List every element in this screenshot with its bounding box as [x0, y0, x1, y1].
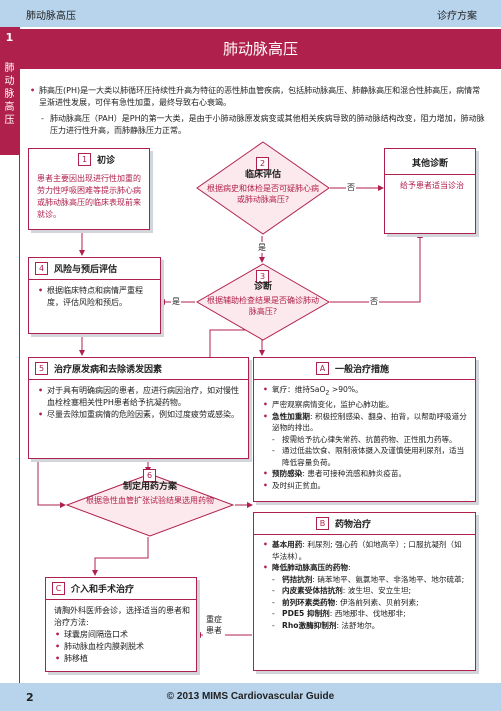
- box1-title: 初诊: [97, 156, 116, 166]
- side-tab-label: 肺动脉高压: [4, 63, 15, 126]
- boxC-bullet-1: 球囊房间隔造口术: [54, 629, 190, 641]
- box-drug-therapy: B 药物治疗 基本用药: 利尿剂; 强心药（如地高辛）; 口服抗凝剂（如华法林）…: [253, 512, 476, 671]
- boxB-basic: 基本用药: 利尿剂; 强心药（如地高辛）; 口服抗凝剂（如华法林）。: [262, 539, 469, 562]
- boxC-title: 介入和手术治疗: [71, 585, 135, 595]
- box-other-diagnosis: 其他诊断 给予患者适当诊治: [384, 148, 476, 234]
- arrow-6-to-C: [92, 537, 149, 576]
- boxB-sub-5: Rho激酶抑制剂: 法舒地尔。: [262, 620, 469, 632]
- box4-title: 风险与预后评估: [54, 265, 118, 275]
- box-general-measures: A 一般治疗措施 氧疗：维持SaO2 >90%。 严密观察病情变化，监护心肺功能…: [253, 357, 476, 502]
- boxB-header: B 药物治疗: [316, 517, 475, 530]
- boxC-bullet-2: 肺动脉血栓内膜剥脱术: [54, 641, 190, 653]
- arrow-5-to-6-left: [37, 457, 66, 508]
- title-band: 肺动脉高压: [20, 29, 501, 69]
- diamond6-badge: 6: [143, 469, 156, 482]
- boxB-lower-ph: 降低肺动脉高压的药物:: [262, 562, 469, 574]
- diamond3-text: 根据辅助检查结果是否确诊肺动脉高压?: [207, 296, 319, 316]
- header-right: 诊疗方案: [437, 11, 477, 22]
- diamond3-badge: 3: [256, 270, 269, 283]
- side-line: [19, 27, 20, 683]
- boxA-oxygen: 氧疗：维持SaO2 >90%。: [262, 384, 469, 399]
- page-header: 肺动脉高压 诊疗方案: [0, 0, 501, 27]
- label-yes-2: 是: [171, 296, 181, 307]
- boxA-infection: 预防感染: 患者可接种流感和肺炎疫苗。: [262, 468, 469, 480]
- boxB-sub-2: 内皮素受体拮抗剂: 波生坦、安立生坦;: [262, 585, 469, 597]
- box-risk-assessment: 4 风险与预后评估 根据临床特点和病情严重程度，评估风险和预后。: [28, 257, 161, 334]
- footer-copyright: © 2013 MIMS Cardiovascular Guide: [166, 691, 335, 702]
- boxB-sub-4: PDE5 抑制剂: 西地那非、伐地那非;: [262, 608, 469, 620]
- boxC-bullet-3: 肺移植: [54, 653, 190, 665]
- box-treat-primary: 5 治疗原发病和去除诱发因素 对于具有明确病因的患者，应进行病因治疗，如对慢性血…: [28, 357, 249, 459]
- box1-text: 患者主要因出现进行性加重的劳力性呼吸困难等提示肺心病或肺动脉高压的临床表现前来就…: [37, 174, 141, 219]
- box5-header: 5 治疗原发病和去除诱发因素: [35, 362, 248, 375]
- diamond6-title: 制定用药方案: [122, 482, 177, 492]
- box5-title: 治疗原发病和去除诱发因素: [54, 365, 163, 375]
- label-yes-1: 是: [257, 242, 267, 253]
- diamond3-title: 诊断: [253, 282, 272, 292]
- boxB-sub-3: 前列环素类药物: 伊洛前列素、贝前列素;: [262, 597, 469, 609]
- other-title: 其他诊断: [411, 159, 448, 169]
- diamond3-content: 诊断 根据辅助检查结果是否确诊肺动脉高压?: [206, 282, 320, 317]
- diamond2-text: 根据病史和体检是否可疑肺心病或肺动脉高压?: [207, 184, 319, 204]
- boxC-badge: C: [52, 582, 65, 595]
- box5-badge: 5: [35, 362, 48, 375]
- label-no-2: 否: [369, 296, 379, 307]
- boxC-header: C 介入和手术治疗: [52, 582, 196, 595]
- box-initial-visit: 1 初诊 患者主要因出现进行性加重的劳力性呼吸困难等提示肺心病或肺动脉高压的临床…: [28, 148, 150, 230]
- box4-bullet-1: 根据临床特点和病情严重程度，评估风险和预后。: [37, 285, 148, 309]
- box1-header: 1 初诊: [78, 153, 149, 166]
- boxB-sub-1: 钙拮抗剂: 硝苯地平、氨氯地平、非洛地平、地尔硫䓬;: [262, 574, 469, 586]
- box4-header: 4 风险与预后评估: [35, 262, 160, 275]
- boxC-text: 请胸外科医师会诊，选择适当的患者和治疗方法:: [54, 606, 190, 627]
- page-number: 2: [26, 691, 34, 704]
- diamond6-content: 制定用药方案 根据急性血管扩张试验结果选用药物: [86, 482, 214, 506]
- side-tab: 1 肺动脉高压: [0, 27, 19, 155]
- boxA-badge: A: [316, 362, 329, 375]
- box5-bullet-2: 尽量去除加重病情的危险因素，例如过度疲劳或感染。: [37, 409, 242, 421]
- label-severe: 重症患者: [203, 614, 225, 636]
- header-left: 肺动脉高压: [26, 11, 76, 22]
- boxB-title: 药物治疗: [335, 520, 372, 530]
- boxA-anemia: 及时纠正贫血。: [262, 480, 469, 492]
- boxA-sub-2: 通过低盐饮食、限制液体摄入及谨慎使用利尿剂，适当降低容量负荷。: [262, 445, 469, 468]
- arrow-3-to-other: [330, 232, 423, 303]
- side-tab-number: 1: [5, 31, 14, 44]
- label-no-1: 否: [346, 182, 356, 193]
- diamond2-title: 临床评估: [244, 170, 281, 180]
- intro-sub: 肺动脉高压（PAH）是PH的第一大类，是由于小肺动脉原发病变或其他相关疾病导致的…: [28, 113, 488, 137]
- page-title: 肺动脉高压: [222, 40, 298, 58]
- other-text: 给予患者适当诊治: [400, 181, 464, 190]
- box4-badge: 4: [35, 262, 48, 275]
- diamond-diagnosis: [195, 263, 331, 341]
- box-interventional: C 介入和手术治疗 请胸外科医师会诊，选择适当的患者和治疗方法: 球囊房间隔造口…: [45, 577, 197, 672]
- boxA-acute: 急性加重期: 积极控制感染、翻身、拍背，以帮助呼吸道分泌物的排出。: [262, 411, 469, 434]
- diamond6-text: 根据急性血管扩张试验结果选用药物: [86, 496, 214, 505]
- boxA-title: 一般治疗措施: [335, 365, 390, 375]
- box1-badge: 1: [78, 153, 91, 166]
- page-footer: 2 © 2013 MIMS Cardiovascular Guide: [0, 683, 501, 711]
- intro: 肺高压(PH)是一大类以肺循环压持续性升高为特征的恶性肺血管疾病，包括肺动脉高压…: [28, 85, 488, 137]
- diamond2-badge: 2: [256, 157, 269, 170]
- intro-bullet: 肺高压(PH)是一大类以肺循环压持续性升高为特征的恶性肺血管疾病，包括肺动脉高压…: [28, 85, 488, 109]
- diamond-clinical-eval: [196, 141, 330, 235]
- boxB-badge: B: [316, 517, 329, 530]
- diamond2-content: 临床评估 根据病史和体检是否可疑肺心病或肺动脉高压?: [206, 170, 320, 205]
- boxA-header: A 一般治疗措施: [316, 362, 475, 375]
- boxA-sub-1: 按需给予抗心律失常药、抗菌药物、正性肌力药等。: [262, 434, 469, 446]
- boxA-monitor: 严密观察病情变化，监护心肺功能。: [262, 399, 469, 411]
- diamond-medication-plan: [65, 473, 235, 537]
- box5-bullet-1: 对于具有明确病因的患者，应进行病因治疗，如对慢性血栓栓塞相关性PH患者给予抗凝药…: [37, 385, 242, 409]
